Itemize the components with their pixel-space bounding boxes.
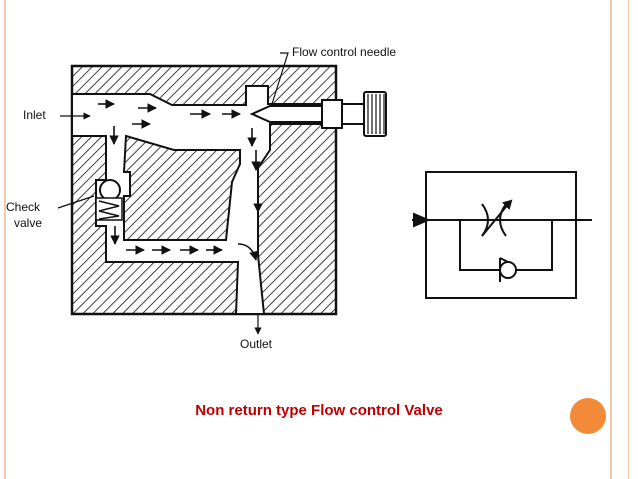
outlet-label: Outlet (240, 337, 273, 351)
check-valve-label-line2: valve (14, 216, 43, 230)
hydraulic-symbol (412, 171, 592, 299)
flow-arrows (98, 99, 263, 261)
slide-caption: Non return type Flow control Valve (195, 402, 443, 419)
needle-assembly (249, 91, 387, 137)
inner-wall (122, 134, 241, 241)
accent-circle (570, 398, 606, 434)
leader-lines (57, 52, 289, 335)
flow-control-needle-label: Flow control needle (292, 45, 397, 59)
slide-left-border (4, 0, 6, 479)
check-valve-label-line1: Check (6, 200, 41, 214)
check-valve (95, 179, 123, 221)
slide-right-border-outer (628, 0, 629, 479)
valve-diagram (57, 52, 592, 335)
slide-right-border (610, 0, 612, 479)
inlet-label: Inlet (23, 108, 46, 122)
